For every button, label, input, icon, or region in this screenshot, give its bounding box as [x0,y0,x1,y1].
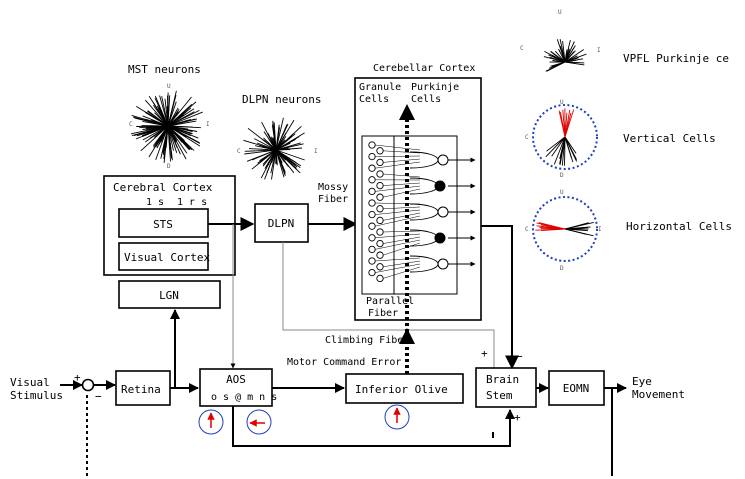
granule-cell-icon [377,264,383,270]
parallel-fiber-label-2: Fiber [368,308,398,319]
lgn-label: LGN [159,289,179,302]
inferior-olive-label: Inferior Olive [355,383,448,396]
vertical-cells-star-plot [546,108,577,165]
star-ray [535,229,565,230]
granule-cell-icon [369,177,375,183]
aos-sub-label: o s @ m n s [211,392,277,403]
granule-cells-label-1: Granule [359,82,401,93]
aos-vector-circle-2 [247,410,271,434]
cortex-sub-label-2: 1 r s [177,197,207,208]
cerebellar-cortex-label: Cerebellar Cortex [373,63,475,74]
mst-tick-i: I [206,121,210,128]
granule-cell-icon [377,217,383,223]
aos-label: AOS [226,373,246,386]
aos-vector-circle-1 [199,410,223,434]
horizontal-cells-star-plot [535,222,593,235]
granule-cell-icon [369,165,375,171]
purkinje-cell-icon [438,155,448,165]
star-ray [276,150,290,151]
brainstem-minus-label: − [516,350,523,363]
mst-tick-d: D [167,163,171,170]
granule-cell-icon [377,194,383,200]
purkinje-cell-icon [438,207,448,217]
vert-tick-c: C [525,134,529,141]
granule-cell-icon [377,159,383,165]
granule-cell-icon [377,229,383,235]
aos-to-brainstem-arrow [233,406,510,446]
brain-stem-label-2: Stem [486,389,513,402]
vpfl-tick-c: C [520,45,524,52]
horiz-tick-u: U [560,189,564,196]
mst-tick-u: U [167,83,171,90]
olive-vector-circle [385,405,409,429]
granule-cell-icon [369,223,375,229]
eye-movement-label-1: Eye [632,375,652,388]
eomn-label: EOMN [563,382,590,395]
cortex-sub-label-1: 1 s [146,197,164,208]
horiz-tick-i: I [598,226,602,233]
summing-junction-icon [83,380,94,391]
cerebellar-cortex-box [355,78,481,320]
brain-stem-label-1: Brain [486,373,519,386]
vpfl-tick-u: U [558,9,562,16]
visual-cortex-label: Visual Cortex [124,251,210,264]
granule-cell-icon [369,153,375,159]
horizontal-cells-label: Horizontal Cells [626,220,732,233]
vpfl-purkinje-label: VPFL Purkinje ce [623,52,729,65]
purkinje-cell-icon [435,233,445,243]
visual-stimulus-label-1: Visual [10,376,50,389]
granule-cell-icon [377,148,383,154]
cerebral-cortex-label: Cerebral Cortex [113,181,213,194]
mst-neurons-star-plot [131,91,203,163]
dlpn-neurons-star-plot [243,118,304,180]
granule-cell-icon [377,252,383,258]
summing-minus-label: − [95,390,102,403]
horiz-tick-c: C [525,226,529,233]
mst-neurons-label: MST neurons [128,63,201,76]
dlpn-tick-c: C [237,148,241,155]
granule-cell-icon [377,240,383,246]
vertical-cells-label: Vertical Cells [623,132,716,145]
granule-cell-icon [369,142,375,148]
mossy-fiber-label-2: Fiber [318,194,348,205]
dlpn-label: DLPN [268,217,295,230]
granule-cell-icon [369,258,375,264]
dlpn-tick-i: I [314,148,318,155]
granule-cell-icon [377,171,383,177]
horiz-tick-d: D [560,265,564,272]
granule-cell-icon [377,275,383,281]
granule-cell-icon [369,235,375,241]
vert-tick-d: D [560,172,564,179]
granule-cell-icon [369,188,375,194]
mossy-fiber-label-1: Mossy [318,182,348,193]
mst-tick-c: C [129,121,133,128]
granule-cell-icon [369,246,375,252]
purkinje-cell-icon [438,259,448,269]
dlpn-neurons-label: DLPN neurons [242,93,321,106]
summing-plus-label: + [74,371,81,384]
granule-cell-icon [369,211,375,217]
eye-movement-label-2: Movement [632,388,685,401]
granule-cell-icon [369,269,375,275]
granule-cells-label-2: Cells [359,94,389,105]
brainstem-plus-bottom-label: + [514,411,521,424]
granule-cell-icon [377,206,383,212]
purkinje-cells-label-2: Cells [411,94,441,105]
retina-label: Retina [121,383,161,396]
motor-command-error-label: Motor Command Error [287,357,401,368]
purkinje-cell-icon [435,181,445,191]
star-ray [546,62,565,71]
sts-label: STS [153,218,173,231]
vert-tick-u: U [560,99,564,106]
granule-cell-icon [369,200,375,206]
granule-cell-icon [377,182,383,188]
purkinje-cells-label-1: Purkinje [411,82,459,93]
visual-stimulus-label-2: Stimulus [10,389,63,402]
brainstem-plus-label: + [481,347,488,360]
vpfl-purkinje-star-plot [544,39,587,71]
vpfl-tick-i: I [597,47,601,54]
climbing-fiber-label: Climbing Fiber [325,335,409,346]
